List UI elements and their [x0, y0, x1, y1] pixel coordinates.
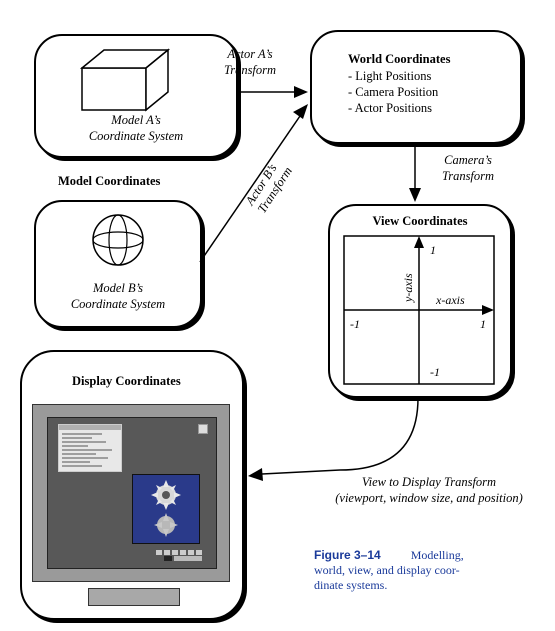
caption-line2: world, view, and display coor-: [314, 563, 460, 577]
sphere-icon: [92, 214, 144, 266]
model-b-box: Model B’s Coordinate System: [34, 200, 202, 328]
caption-line3: dinate systems.: [314, 578, 388, 592]
model-a-label-line2: Coordinate System: [88, 129, 184, 143]
arrow-model-b-to-world-head: [293, 104, 308, 119]
star-shape-icon: [154, 513, 178, 537]
model-a-label-line1: Model A’s: [111, 113, 161, 127]
monitor-stand: [88, 588, 180, 606]
view-title: View Coordinates: [372, 214, 468, 228]
camera-transform-line1: Camera’s: [444, 153, 492, 167]
actor-a-transform-line1: Actor A’s: [227, 47, 273, 61]
screen-text-window: [58, 424, 122, 472]
figure-caption: Figure 3–14 Modelling, world, view, and d…: [314, 548, 540, 593]
x-axis-label: x-axis: [435, 293, 465, 307]
arrow-view-to-display: [261, 397, 419, 475]
arrow-world-to-view-head: [409, 188, 421, 202]
world-item-camera-position: - Camera Position: [348, 85, 439, 99]
tick-right: 1: [480, 317, 486, 331]
tick-bottom: -1: [430, 365, 440, 379]
screen-corner-icon: [198, 424, 208, 434]
view-coordinates-box: View Coordinates y-axis x-axis 1 1 -1 -1: [328, 204, 512, 398]
model-b-label-line1: Model B’s: [92, 281, 144, 295]
world-item-actor-positions: - Actor Positions: [348, 101, 433, 115]
y-axis-label: y-axis: [401, 273, 415, 303]
arrow-view-to-display-head: [248, 468, 263, 481]
model-a-box: Model A’s Coordinate System: [34, 34, 238, 158]
screen-taskbar: [156, 548, 208, 562]
x-axis-arrowhead: [482, 305, 494, 315]
screen-render-window: [132, 474, 200, 544]
view-axes-plot: y-axis x-axis 1 1 -1 -1: [343, 235, 495, 385]
caption-figure-number: Figure 3–14: [314, 548, 381, 562]
model-coordinates-label: Model Coordinates: [58, 174, 161, 188]
tick-top: 1: [430, 243, 436, 257]
display-coordinates-box: Display Coordinates: [20, 350, 244, 620]
y-axis-arrowhead: [414, 236, 424, 248]
gear-icon: [151, 480, 181, 510]
world-item-light-positions: - Light Positions: [348, 69, 432, 83]
camera-transform-line2: Transform: [441, 169, 495, 183]
cube-icon: [79, 48, 171, 112]
actor-a-transform-line2: Transform: [223, 63, 277, 77]
model-b-label-line2: Coordinate System: [70, 297, 166, 311]
world-title: World Coordinates: [348, 52, 451, 66]
monitor-bezel: [32, 404, 230, 582]
caption-line1: Modelling,: [410, 548, 464, 562]
monitor-screen: [47, 417, 217, 569]
view-to-display-line2: (viewport, window size, and position): [335, 491, 523, 505]
view-to-display-line1: View to Display Transform: [361, 475, 497, 489]
arrow-model-b-to-world: [199, 115, 301, 263]
arrow-model-a-to-world-head: [294, 86, 308, 98]
tick-left: -1: [350, 317, 360, 331]
display-title: Display Coordinates: [72, 374, 181, 388]
world-coordinates-box: World Coordinates - Light Positions - Ca…: [310, 30, 522, 144]
